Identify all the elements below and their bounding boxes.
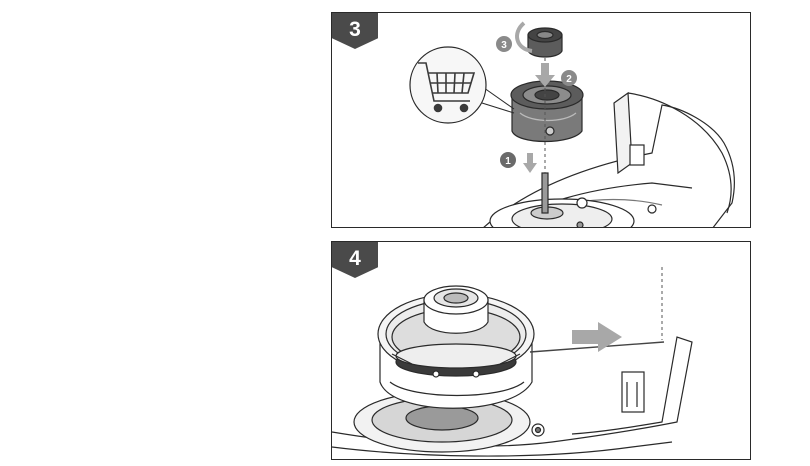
- step-4-panel: 4: [331, 241, 751, 460]
- spool-cap: [527, 27, 563, 58]
- trimmer-hub-base: [489, 172, 635, 227]
- rotate-arrow-icon: [515, 21, 533, 53]
- step-3-panel: 3: [331, 12, 751, 228]
- shopping-cart-callout: [409, 46, 515, 124]
- step-4-illustration: [332, 267, 693, 457]
- svg-text:3: 3: [501, 40, 507, 51]
- spool: [510, 80, 584, 143]
- callout-2: 2: [561, 70, 577, 86]
- right-arrow-icon: [572, 322, 622, 352]
- shopping-cart-icon: [418, 62, 476, 113]
- step-3-illustration: 1 2 3: [409, 21, 735, 227]
- callout-3: 3: [496, 36, 512, 52]
- spool-assembly: [377, 285, 535, 409]
- down-arrow-icon: [523, 63, 555, 173]
- svg-text:2: 2: [566, 74, 572, 85]
- callout-1: 1: [500, 152, 516, 168]
- svg-text:1: 1: [505, 156, 511, 167]
- trimmer-housing: [332, 336, 693, 457]
- cutting-line: [529, 341, 665, 353]
